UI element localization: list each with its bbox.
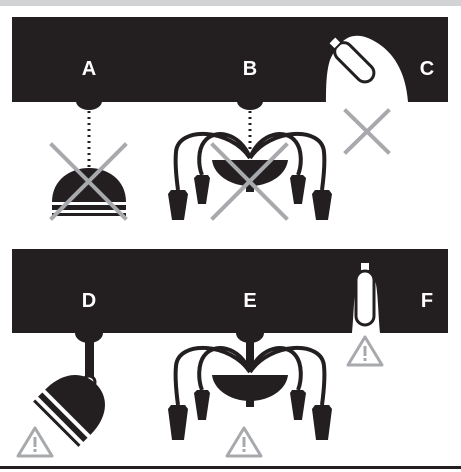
warning-icon [348,337,382,365]
panel-a-mount [76,101,102,110]
panel-a-lamp-base [52,213,126,216]
panel-a-dome-lamp [52,168,126,202]
warning-icon [18,428,52,456]
panel-b-mount [237,101,263,110]
warning-icon [227,428,261,456]
panel-c-label: C [420,58,434,80]
top-divider [0,0,461,6]
panel-d-label: D [82,290,96,312]
bottom-divider [0,466,461,469]
top-row: A B [12,17,448,220]
panel-a-label: A [82,58,96,80]
ceiling-top [12,17,448,102]
cross-icon [346,111,388,152]
panel-b-chandelier [168,134,332,220]
panel-f-label: F [421,290,433,312]
ceiling-bottom [12,249,448,333]
panel-d-rod [85,340,94,378]
panel-e-label: E [243,290,256,312]
bottom-row: D E [12,249,448,456]
panel-d-spotlight [33,361,119,447]
panel-b-label: B [243,58,257,80]
